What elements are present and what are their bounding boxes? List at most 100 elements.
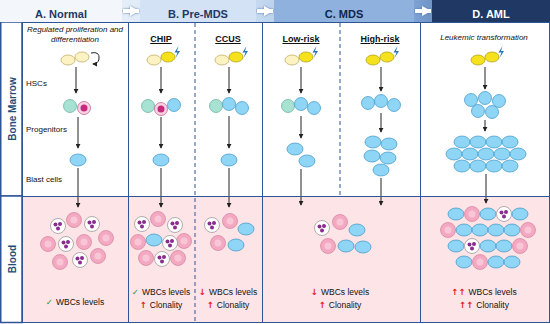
blood-finding: WBCs levels bbox=[469, 287, 517, 298]
trend-symbol: ✓ bbox=[46, 297, 53, 308]
red-blood-cell bbox=[151, 212, 166, 227]
blood-panel: ↑↑WBCs levels↑↑Clonality bbox=[420, 196, 550, 323]
text-group: B. Pre-MDS bbox=[168, 4, 228, 22]
blast-cell bbox=[456, 224, 472, 236]
cell-label: HSCs bbox=[26, 79, 47, 89]
blast-cell bbox=[221, 154, 237, 166]
blast-cell bbox=[349, 224, 365, 236]
text-group: D. AML bbox=[472, 4, 509, 22]
blast-cell bbox=[494, 148, 510, 160]
blast-cell bbox=[70, 154, 86, 166]
blood-finding: Clonality bbox=[329, 300, 362, 311]
white-blood-cell bbox=[51, 219, 66, 234]
blast-cell bbox=[478, 148, 494, 160]
blast-cell bbox=[472, 224, 488, 236]
lineage-arrow bbox=[229, 116, 230, 148]
blast-cell bbox=[380, 152, 396, 164]
text-group: Blast cells bbox=[26, 168, 62, 186]
blast-cell bbox=[480, 208, 496, 220]
side-label-holder: Blood bbox=[2, 245, 20, 273]
lineage-arrow bbox=[381, 178, 382, 205]
lineage-arrow bbox=[161, 168, 162, 207]
white-blood-cell bbox=[315, 221, 330, 236]
blast-cell bbox=[488, 256, 504, 268]
lineage-arrow bbox=[301, 116, 302, 138]
blast-cell bbox=[454, 160, 470, 172]
blood-finding: Clonality bbox=[476, 300, 509, 311]
red-blood-cell bbox=[177, 234, 192, 249]
progenitor-cell bbox=[64, 100, 77, 113]
progenitor-cell bbox=[78, 102, 91, 115]
trend-symbol: ✓ bbox=[132, 287, 139, 298]
text-group: ✓WBCs levels bbox=[46, 291, 104, 309]
white-blood-cell bbox=[85, 217, 100, 232]
stage-title: C. MDS bbox=[325, 8, 364, 21]
blast-cell bbox=[502, 160, 518, 172]
text-group: ↑Clonality bbox=[140, 294, 183, 312]
red-blood-cell bbox=[513, 239, 528, 254]
lineage-arrow bbox=[381, 67, 382, 91]
progenitor-cell bbox=[465, 94, 478, 107]
marrow-panel: Regulated proliferation and differentiat… bbox=[22, 22, 129, 197]
lineage-arrow bbox=[78, 168, 79, 207]
blast-cell bbox=[454, 136, 470, 148]
text-group: ↑Clonality bbox=[319, 294, 362, 312]
progenitor-cell bbox=[236, 102, 249, 115]
blood-panel: ✓WBCs levels bbox=[22, 196, 129, 323]
white-blood-cell bbox=[163, 236, 178, 251]
red-blood-cell bbox=[67, 213, 82, 228]
trend-symbol: ↑↑ bbox=[451, 287, 465, 298]
mutated-stem-cell bbox=[485, 52, 499, 62]
red-blood-cell bbox=[99, 231, 114, 246]
white-blood-cell bbox=[155, 252, 170, 267]
red-blood-cell bbox=[321, 239, 336, 254]
region-label: Bone Marrow bbox=[7, 77, 18, 140]
red-blood-cell bbox=[53, 255, 68, 270]
blast-cell bbox=[510, 148, 526, 160]
red-blood-cell bbox=[41, 237, 56, 252]
stage-title: A. Normal bbox=[35, 8, 87, 21]
blast-cell bbox=[373, 164, 389, 176]
side-band bbox=[1, 196, 22, 323]
text-group: Regulated proliferation and differentiat… bbox=[25, 25, 125, 46]
blast-cell bbox=[448, 240, 464, 252]
stage-title: B. Pre-MDS bbox=[168, 8, 228, 21]
red-blood-cell bbox=[521, 223, 536, 238]
text-group: ↑Clonality bbox=[207, 294, 250, 312]
lineage-arrow bbox=[486, 174, 487, 203]
text-group: High-risk bbox=[360, 28, 399, 46]
red-blood-cell bbox=[91, 249, 106, 264]
white-blood-cell bbox=[73, 253, 88, 268]
blast-cell bbox=[480, 240, 496, 252]
white-blood-cell bbox=[59, 237, 74, 252]
text-group: ✓WBCs levels bbox=[132, 281, 190, 299]
blast-cell bbox=[365, 136, 381, 148]
blast-cell bbox=[470, 136, 486, 148]
stem-cell bbox=[215, 55, 229, 65]
lineage-arrow bbox=[301, 67, 302, 93]
marrow-panel: CHIPCCUS bbox=[128, 22, 263, 197]
text-group: C. MDS bbox=[325, 4, 364, 22]
red-blood-cell bbox=[441, 223, 456, 238]
trend-symbol: ↓ bbox=[199, 287, 206, 298]
blast-cell bbox=[456, 256, 472, 268]
progenitor-cell bbox=[493, 95, 506, 108]
blood-finding: WBCs levels bbox=[142, 287, 190, 298]
marrow-panel: Low-riskHigh-risk bbox=[262, 22, 421, 197]
cell-label: Progenitors bbox=[26, 125, 67, 135]
red-blood-cell bbox=[77, 235, 92, 250]
region-label: Blood bbox=[7, 245, 18, 273]
lineage-arrow bbox=[229, 67, 230, 93]
blast-cell bbox=[287, 143, 303, 155]
subgroup-title: High-risk bbox=[360, 34, 399, 45]
mutation-bolt bbox=[175, 46, 181, 58]
text-group: A. Normal bbox=[35, 4, 87, 22]
stage-arrow bbox=[257, 9, 273, 13]
stem-cell bbox=[285, 55, 299, 65]
stage-arrow bbox=[123, 9, 139, 13]
blood-finding: Clonality bbox=[217, 300, 250, 311]
lineage-arrow bbox=[485, 67, 486, 89]
dashed-divider bbox=[195, 23, 196, 322]
blast-cell bbox=[486, 136, 502, 148]
